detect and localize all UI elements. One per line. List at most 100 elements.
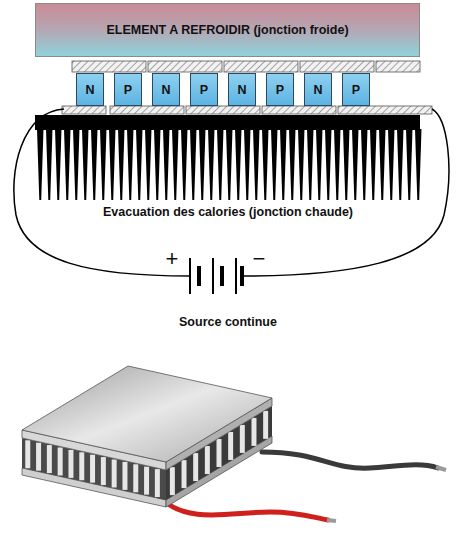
fin <box>370 129 377 200</box>
pellet <box>101 457 106 485</box>
semiconductor-block: N <box>304 73 332 106</box>
pellet <box>240 425 245 453</box>
fin <box>136 129 143 200</box>
fin <box>127 129 134 200</box>
fin <box>190 129 197 200</box>
red-wire <box>160 498 328 520</box>
wire-tip <box>327 520 336 521</box>
semiconductor-block: P <box>342 73 370 106</box>
pellet <box>25 440 30 468</box>
pellet <box>90 455 95 483</box>
fin <box>181 129 188 200</box>
fin <box>118 129 125 200</box>
hot-plate <box>262 106 336 114</box>
fin <box>289 129 296 200</box>
pellet <box>144 467 149 495</box>
pellet <box>36 443 41 471</box>
cold-plate <box>148 61 222 72</box>
fin <box>82 129 89 200</box>
fin <box>415 129 422 200</box>
fin <box>100 129 107 200</box>
fin <box>172 129 179 200</box>
block-letter: N <box>237 83 246 97</box>
semiconductor-block: P <box>114 73 142 106</box>
semiconductor-block: P <box>190 73 218 106</box>
block-letter: P <box>352 83 360 97</box>
cold-plates <box>72 61 420 72</box>
semiconductor-block: P <box>266 73 294 106</box>
pellet <box>112 459 117 487</box>
semiconductor-block: N <box>76 73 104 106</box>
fin <box>397 129 404 200</box>
fin <box>64 129 71 200</box>
battery-symbol <box>190 258 242 294</box>
pellet <box>79 452 84 480</box>
heat-sink-fins <box>37 129 422 200</box>
fin <box>145 129 152 200</box>
semiconductor-block: N <box>228 73 256 106</box>
wire-tip <box>436 467 446 470</box>
hot-plate <box>110 106 184 114</box>
pellet <box>170 467 175 495</box>
pellet <box>205 446 210 474</box>
peltier-module <box>22 366 446 521</box>
fin <box>73 129 80 200</box>
battery-plate <box>197 266 201 286</box>
pellet <box>217 439 222 467</box>
pellet <box>68 450 73 478</box>
node-title: ELEMENT A REFROIDIR (jonction froide) <box>106 23 348 37</box>
block-letter: P <box>124 83 132 97</box>
pellet <box>182 460 187 488</box>
source-label: Source continue <box>179 315 277 329</box>
fin <box>217 129 224 200</box>
wire <box>242 109 449 276</box>
pellet <box>58 447 63 475</box>
fin <box>388 129 395 200</box>
fin <box>361 129 368 200</box>
semiconductor-block: N <box>152 73 180 106</box>
hot-plate <box>186 106 260 114</box>
cooled-element: ELEMENT A REFROIDIR (jonction froide) <box>35 3 420 57</box>
fin <box>298 129 305 200</box>
fin <box>208 129 215 200</box>
cold-plate <box>224 61 298 72</box>
fin <box>406 129 413 200</box>
block-letter: N <box>313 83 322 97</box>
pellet <box>133 464 138 492</box>
pellet <box>155 469 160 497</box>
fin <box>37 129 44 200</box>
battery-plate <box>212 258 214 294</box>
plus-sign: + <box>166 248 179 270</box>
cold-plate <box>376 61 420 72</box>
block-letter: N <box>85 83 94 97</box>
block-letter: N <box>161 83 170 97</box>
pellet <box>228 432 233 460</box>
hot-plate <box>62 106 106 114</box>
fin <box>55 129 62 200</box>
fin <box>154 129 161 200</box>
fin <box>226 129 233 200</box>
battery-plate <box>235 258 237 294</box>
pellet <box>47 445 52 473</box>
fin <box>235 129 242 200</box>
black-wire <box>262 452 438 468</box>
hot-plates <box>62 106 432 114</box>
battery-plate <box>240 266 244 286</box>
fin <box>352 129 359 200</box>
fin <box>316 129 323 200</box>
cold-plate <box>300 61 374 72</box>
fin <box>280 129 287 200</box>
battery-plate <box>189 258 191 294</box>
block-letter: P <box>200 83 208 97</box>
heat-sink-base <box>35 115 420 130</box>
pellet <box>263 411 268 439</box>
pellet <box>251 418 256 446</box>
block-letter: P <box>276 83 284 97</box>
fin <box>379 129 386 200</box>
fin <box>253 129 260 200</box>
battery-plate <box>220 266 224 286</box>
fin <box>325 129 332 200</box>
pellet <box>122 462 127 490</box>
pellet <box>193 453 198 481</box>
